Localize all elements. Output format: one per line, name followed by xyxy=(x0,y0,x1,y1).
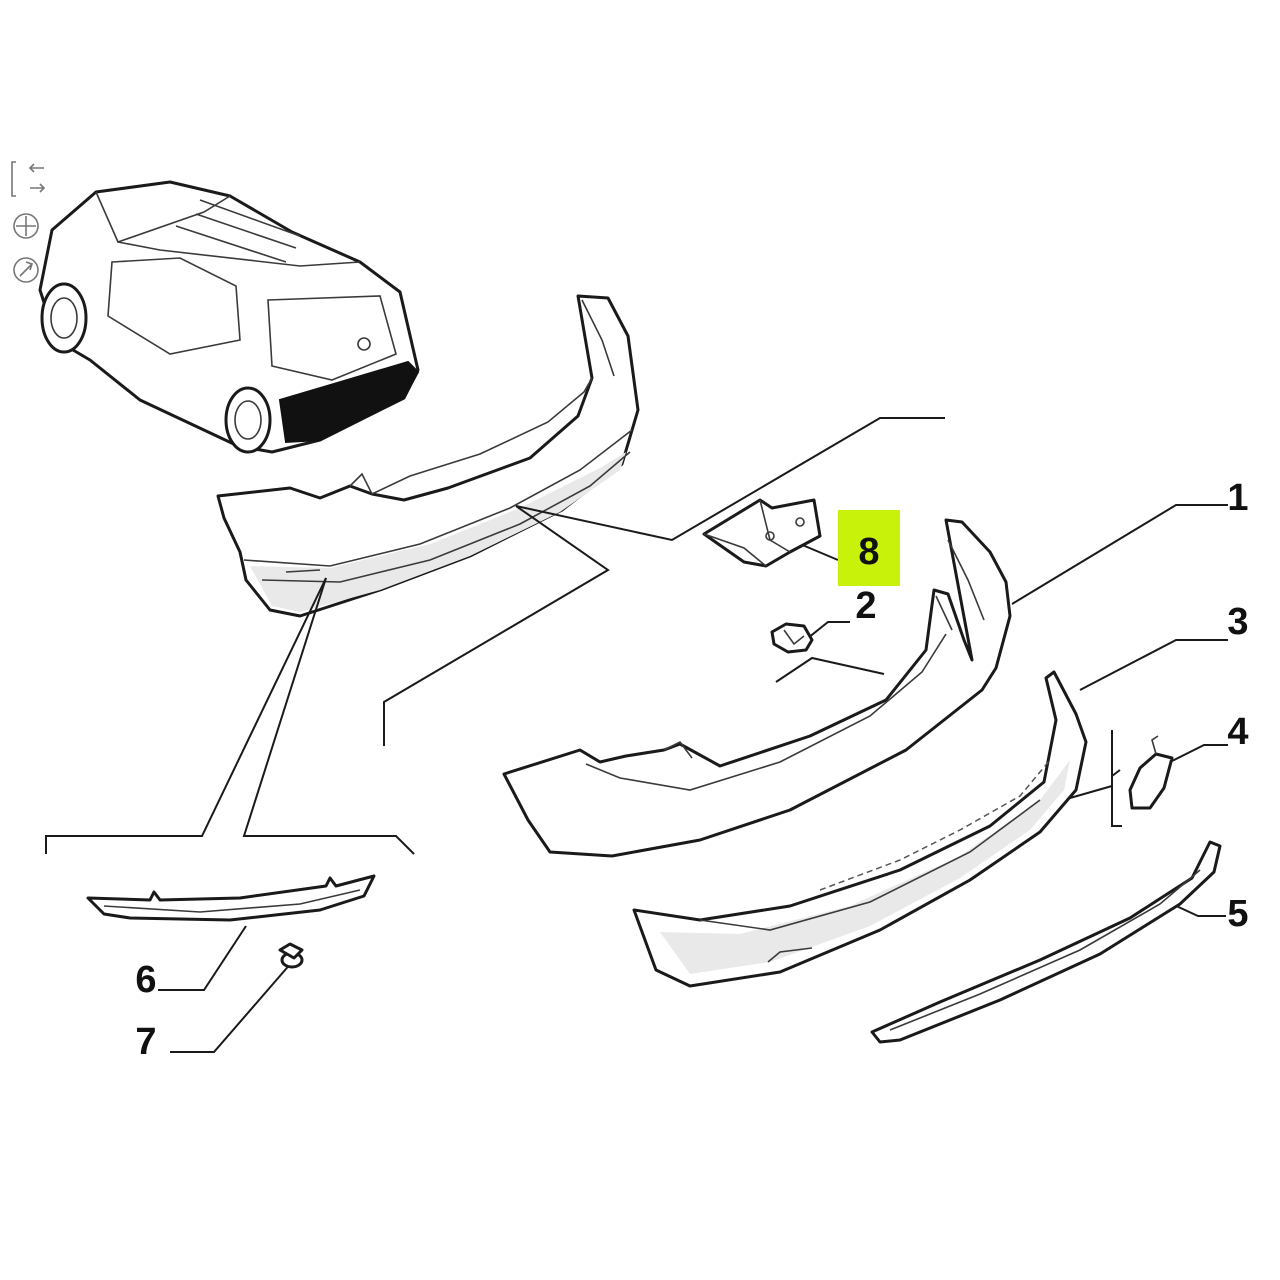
part-7-fastener[interactable] xyxy=(278,942,304,969)
part-1-bumper-cover[interactable] xyxy=(502,518,1012,858)
bumper-highlight-marker xyxy=(278,360,420,444)
part-5-trim-strip[interactable] xyxy=(870,840,1222,1044)
callout-6[interactable]: 6 xyxy=(135,959,156,1001)
callout-7[interactable]: 7 xyxy=(135,1021,156,1063)
callout-1[interactable]: 1 xyxy=(1227,477,1248,519)
highlight-box-8 xyxy=(838,510,900,586)
callout-3[interactable]: 3 xyxy=(1227,601,1248,643)
rotate-icon[interactable] xyxy=(13,257,39,283)
part-4-tow-hook-cover[interactable] xyxy=(1128,735,1174,810)
part-3-lower-diffuser[interactable] xyxy=(632,670,1088,988)
part-8-bracket[interactable] xyxy=(702,498,822,568)
part-2-clip[interactable] xyxy=(770,622,814,654)
part-6-reflector-strip[interactable] xyxy=(86,874,376,922)
move-crosshair-icon[interactable] xyxy=(13,213,39,239)
direction-arrows-icon[interactable] xyxy=(11,161,46,197)
callout-8[interactable]: 8 xyxy=(858,531,879,573)
leader-lines xyxy=(45,417,1228,1053)
callout-4[interactable]: 4 xyxy=(1227,711,1248,753)
assembled-bumper-illustration xyxy=(216,294,640,618)
vehicle-locator-illustration xyxy=(38,180,420,454)
callout-2[interactable]: 2 xyxy=(855,585,876,627)
callout-5[interactable]: 5 xyxy=(1227,893,1248,935)
